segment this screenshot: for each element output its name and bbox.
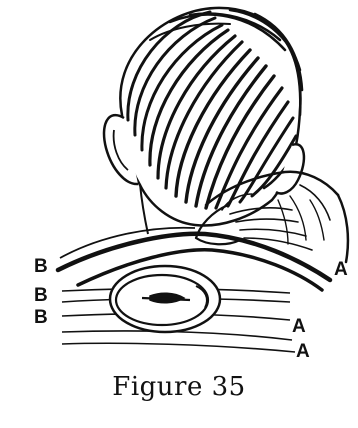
figure-caption: Figure 35 (0, 372, 358, 402)
label-b-middle: B (34, 285, 48, 306)
label-a-upper: A (334, 259, 348, 280)
label-b-lower: B (34, 307, 48, 328)
label-b-upper: B (34, 256, 48, 277)
label-a-middle: A (292, 316, 306, 337)
label-a-lower: A (296, 341, 310, 362)
middle-line-5 (62, 343, 295, 352)
